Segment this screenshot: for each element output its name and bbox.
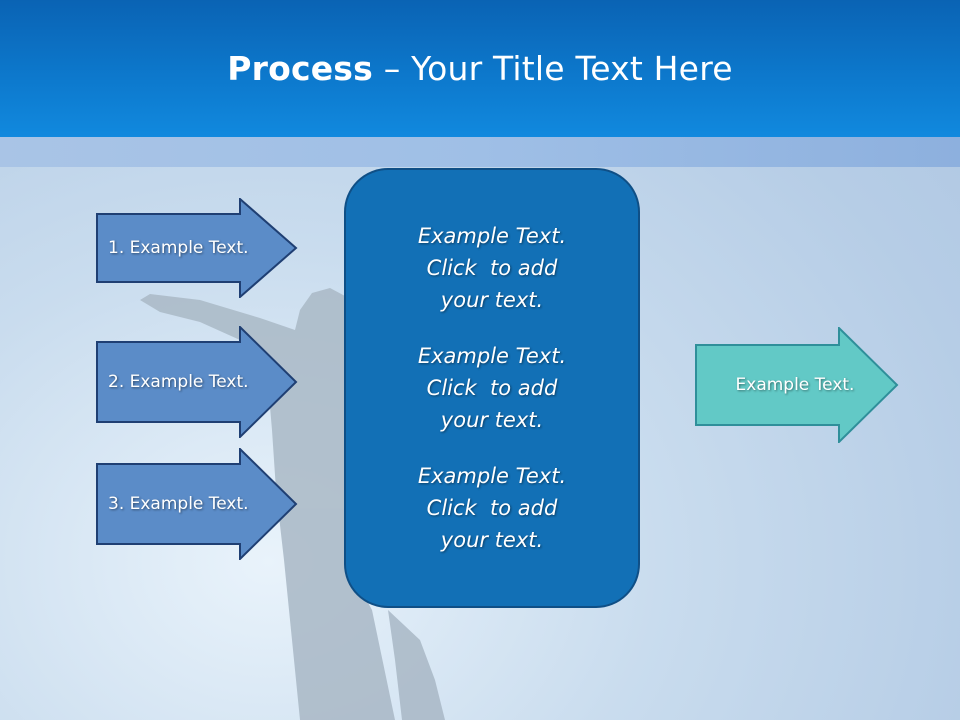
center-item-1-line-1: Example Text.: [417, 224, 567, 248]
center-item-2-line-3: your text.: [440, 408, 544, 432]
title-dash: –: [373, 49, 412, 88]
center-item-2[interactable]: Example Text. Click to add your text.: [418, 340, 566, 436]
arrow-1-shape: [96, 198, 298, 298]
center-item-2-line-1: Example Text.: [417, 344, 567, 368]
step-3-label: 3. Example Text.: [108, 494, 249, 514]
arrow-2-shape: [96, 326, 298, 438]
arrow-3-shape: [96, 448, 298, 560]
center-item-3-line-3: your text.: [440, 528, 544, 552]
result-arrow-label: Example Text.: [735, 375, 855, 395]
center-item-1-line-3: your text.: [440, 288, 544, 312]
step-2-label: 2. Example Text.: [108, 372, 249, 392]
step-2-arrow[interactable]: 2. Example Text.: [96, 326, 298, 438]
center-item-1[interactable]: Example Text. Click to add your text.: [418, 220, 566, 316]
result-arrow[interactable]: Example Text.: [695, 327, 899, 443]
header-band: [0, 137, 960, 167]
center-item-3[interactable]: Example Text. Click to add your text.: [418, 460, 566, 556]
step-1-label: 1. Example Text.: [108, 238, 249, 258]
slide-title[interactable]: Process – Your Title Text Here: [227, 49, 733, 88]
title-bold-text: Process: [227, 49, 373, 88]
center-item-3-line-1: Example Text.: [417, 464, 567, 488]
title-bar: Process – Your Title Text Here: [0, 0, 960, 137]
center-item-3-line-2: Click to add: [426, 496, 558, 520]
center-item-2-line-2: Click to add: [426, 376, 558, 400]
center-item-1-line-2: Click to add: [426, 256, 558, 280]
title-rest-text: Your Title Text Here: [411, 49, 733, 88]
center-content-box[interactable]: Example Text. Click to add your text. Ex…: [344, 168, 640, 608]
result-arrow-shape: [695, 327, 899, 443]
step-1-arrow[interactable]: 1. Example Text.: [96, 198, 298, 298]
step-3-arrow[interactable]: 3. Example Text.: [96, 448, 298, 560]
